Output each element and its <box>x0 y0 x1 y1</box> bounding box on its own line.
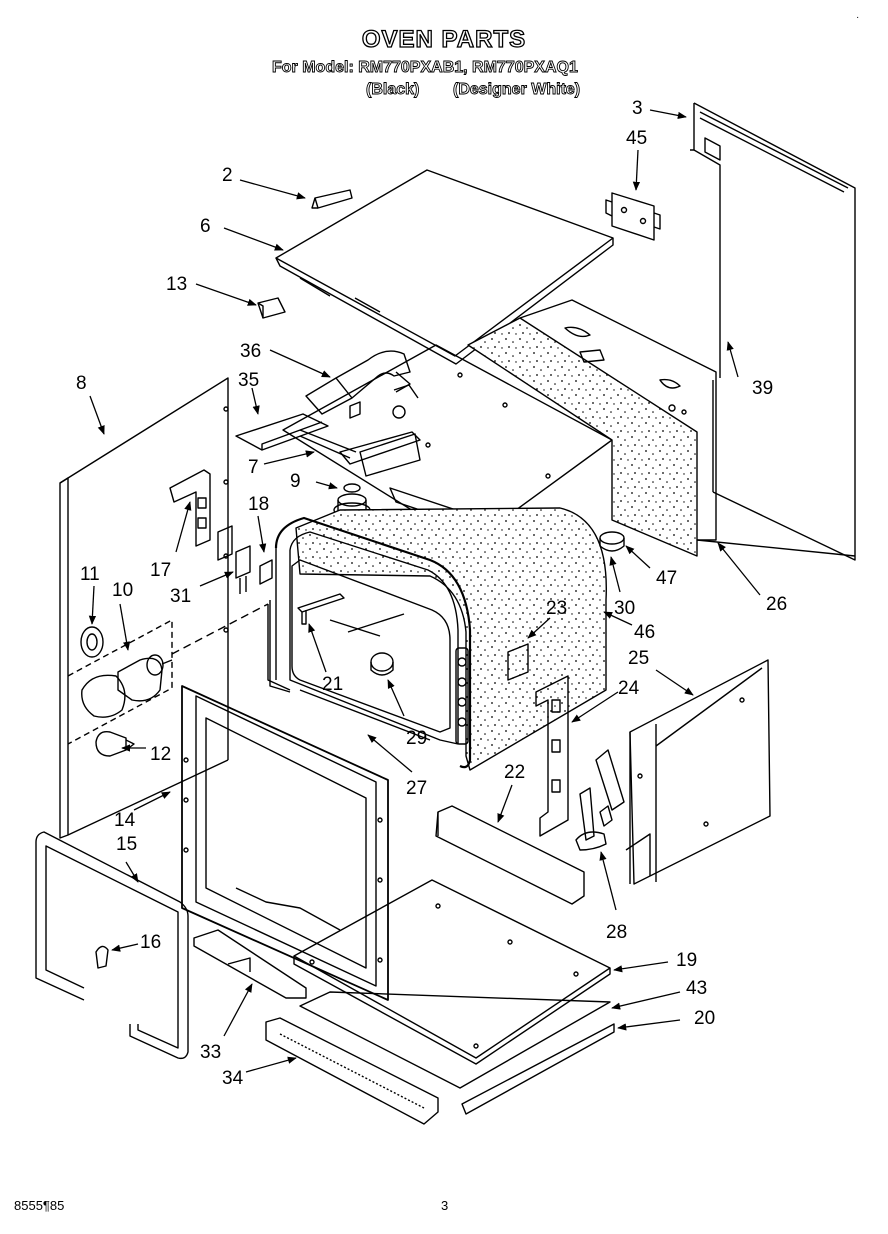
part-10-socket <box>117 654 173 702</box>
callout-20: 20 <box>694 1008 715 1029</box>
callout-23: 23 <box>546 598 567 619</box>
oven-interior-face <box>291 559 451 733</box>
callout-34: 34 <box>222 1068 244 1089</box>
part-35-vent-plate <box>235 413 357 459</box>
part-28-hinge <box>575 749 625 851</box>
light-assembly-frame <box>67 603 291 745</box>
part-15-gasket <box>35 831 189 1060</box>
part-31-switch <box>235 545 251 594</box>
callout-31: 31 <box>170 586 191 607</box>
part-30-disc <box>599 531 625 552</box>
part-45-bracket <box>605 192 661 241</box>
part-34-vent-strip <box>265 1017 439 1125</box>
part-36-duct <box>305 350 411 419</box>
callout-33: 33 <box>200 1042 221 1063</box>
callout-27: 27 <box>406 778 427 799</box>
callout-11: 11 <box>80 564 100 585</box>
page-title: OVEN PARTS <box>361 25 527 53</box>
callout-21: 21 <box>322 674 343 695</box>
corner-mark: · <box>856 12 860 23</box>
part-20-strip <box>461 1023 615 1115</box>
callout-9: 9 <box>290 471 301 492</box>
oven-cavity-body <box>269 507 607 771</box>
part-6-top-panel <box>275 169 614 365</box>
variant-black: (Black) <box>366 81 420 99</box>
callout-19: 19 <box>676 950 697 971</box>
part-3-rear-panel <box>690 102 856 561</box>
callout-17: 17 <box>150 560 171 581</box>
part-11-gasket <box>80 626 104 658</box>
callout-22: 22 <box>504 762 525 783</box>
callout-14: 14 <box>114 810 136 831</box>
part-23-plate <box>507 643 529 681</box>
part-19-bottom-panel <box>293 879 611 1065</box>
part-43-plate <box>299 991 611 1089</box>
part-16-clip <box>95 945 109 969</box>
variant-white: (Designer White) <box>453 81 581 99</box>
callout-15: 15 <box>116 834 137 855</box>
part-25-side-panel <box>625 659 771 885</box>
callout-46: 46 <box>634 622 655 643</box>
part-17-bracket <box>169 469 211 547</box>
part-29-knob <box>370 652 394 676</box>
callout-39: 39 <box>752 378 773 399</box>
callout-36: 36 <box>240 341 261 362</box>
part-7-channel <box>339 431 421 465</box>
side-vent-column <box>455 647 469 745</box>
leader-lines <box>88 109 761 1073</box>
callout-12: 12 <box>150 744 171 765</box>
callout-10: 10 <box>112 580 133 601</box>
part-8-side-panel <box>59 377 229 839</box>
part-21-rod <box>297 593 345 625</box>
callout-25: 25 <box>628 648 649 669</box>
part-22-rail <box>435 805 585 905</box>
callout-28: 28 <box>606 922 627 943</box>
callout-16: 16 <box>140 932 161 953</box>
callout-18: 18 <box>248 494 269 515</box>
part-24-hinge-plate <box>535 675 569 837</box>
callout-8: 8 <box>76 373 87 394</box>
callout-35: 35 <box>238 370 259 391</box>
part-18-switch <box>217 525 273 585</box>
callout-labels: 2 3 6 7 8 9 10 11 12 13 14 15 16 17 18 1… <box>76 98 787 1089</box>
document-number: 8555¶85 <box>14 1198 65 1213</box>
callout-3: 3 <box>632 98 643 119</box>
part-2-clip <box>311 189 353 209</box>
part-12-bulb <box>95 731 135 757</box>
part-10-lens <box>81 674 126 718</box>
callout-47: 47 <box>656 568 677 589</box>
part-13-bracket <box>257 297 286 319</box>
callout-26: 26 <box>766 594 787 615</box>
page-number: 3 <box>441 1198 449 1213</box>
model-line: For Model: RM770PXAB1, RM770PXAQ1 <box>272 59 579 77</box>
part-14-front-frame <box>181 685 389 1001</box>
callout-29: 29 <box>406 728 427 749</box>
callout-24: 24 <box>618 678 640 699</box>
callout-6: 6 <box>200 216 211 237</box>
callout-45: 45 <box>626 128 647 149</box>
callout-13: 13 <box>166 274 187 295</box>
callout-2: 2 <box>222 165 233 186</box>
callout-7: 7 <box>248 457 259 478</box>
callout-30: 30 <box>614 598 635 619</box>
callout-43: 43 <box>686 978 707 999</box>
cavity-back-wall <box>519 299 717 541</box>
part-33-bracket <box>193 929 307 999</box>
